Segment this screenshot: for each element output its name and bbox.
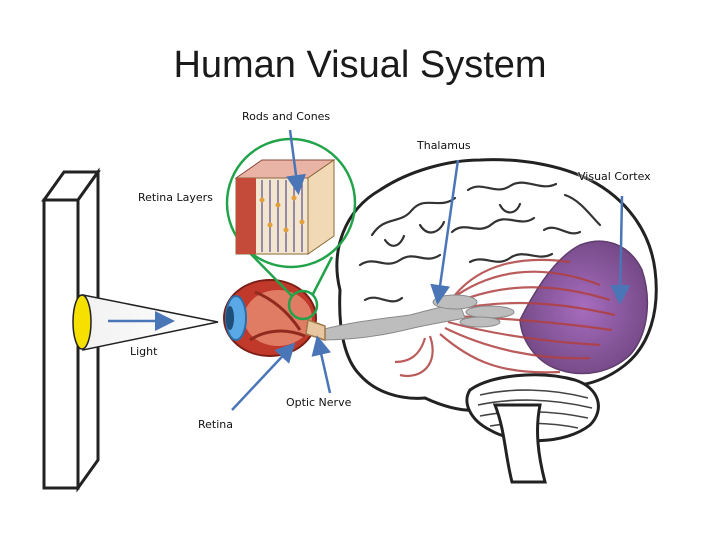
optic-pathway <box>319 294 515 341</box>
label-rods-and-cones: Rods and Cones <box>242 110 331 123</box>
label-retina: Retina <box>198 418 233 431</box>
arrow-visual-cortex <box>610 195 631 305</box>
label-light: Light <box>130 345 158 358</box>
label-optic-nerve: Optic Nerve <box>286 396 352 409</box>
eyeball-illustration <box>223 279 326 357</box>
arrow-thalamus <box>430 159 460 305</box>
arrow-retina <box>231 342 296 411</box>
slide-title: Human Visual System <box>173 44 547 86</box>
label-retina-layers: Retina Layers <box>138 191 213 204</box>
arrow-rods-and-cones <box>286 129 306 195</box>
light-bulb-icon <box>72 294 92 350</box>
retina-layers-illustration <box>234 159 336 255</box>
brain-stem <box>492 403 547 484</box>
label-visual-cortex: Visual Cortex <box>578 170 651 183</box>
pointer-arrows <box>108 129 631 411</box>
label-thalamus: Thalamus <box>417 139 471 152</box>
arrow-optic-nerve <box>311 335 332 394</box>
light-cone <box>72 294 219 351</box>
